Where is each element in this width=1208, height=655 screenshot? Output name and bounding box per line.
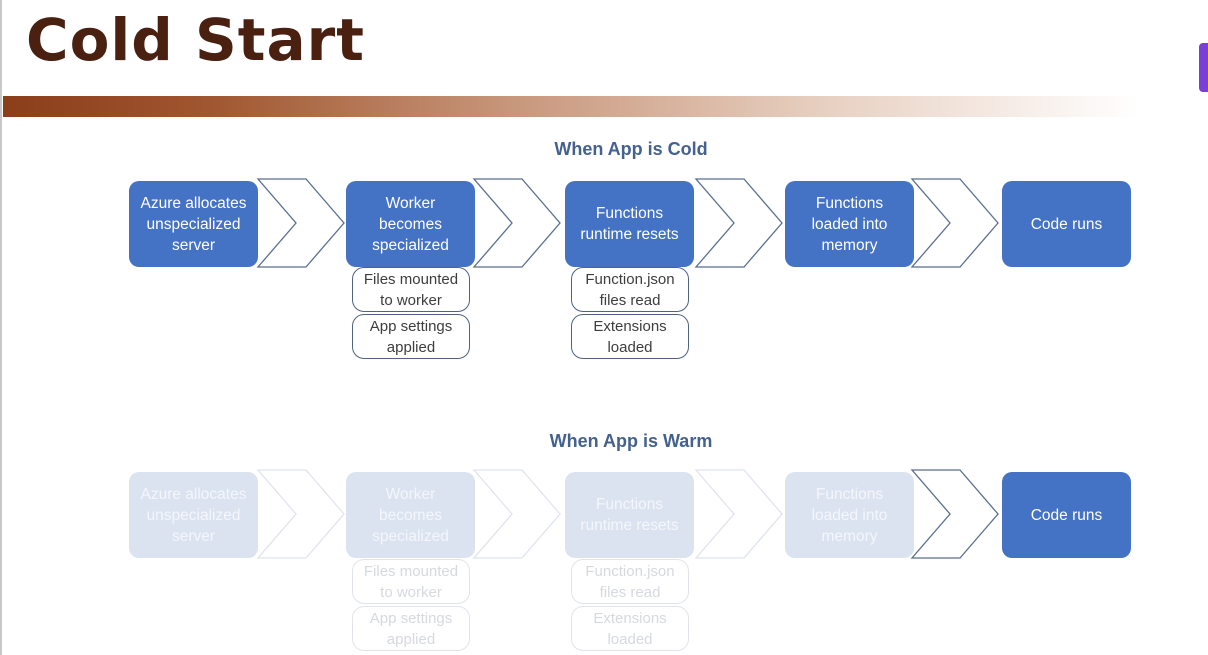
cold-detail-extensions: Extensions loaded — [571, 314, 689, 359]
warm-arrow-4-chevron-icon — [910, 469, 999, 559]
cold-step-allocate-server: Azure allocates unspecialized server — [129, 181, 258, 267]
title-underline-bar — [3, 96, 1138, 117]
warm-detail-app-settings: App settings applied — [352, 606, 470, 651]
cold-step-worker-specialized: Worker becomes specialized — [346, 181, 475, 267]
warm-step-worker-specialized: Worker becomes specialized — [346, 472, 475, 558]
warm-step-functions-loaded: Functions loaded into memory — [785, 472, 914, 558]
warm-arrow-3-chevron-icon — [694, 469, 783, 559]
warm-step-runtime-resets: Functions runtime resets — [565, 472, 694, 558]
warm-detail-extensions: Extensions loaded — [571, 606, 689, 651]
cold-detail-function-json: Function.json files read — [571, 267, 689, 312]
cold-detail-files-mounted: Files mounted to worker — [352, 267, 470, 312]
cold-step-functions-loaded: Functions loaded into memory — [785, 181, 914, 267]
side-tab[interactable] — [1199, 43, 1208, 92]
warm-step-code-runs: Code runs — [1002, 472, 1131, 558]
cold-arrow-2-chevron-icon — [472, 178, 561, 268]
cold-heading: When App is Cold — [554, 139, 708, 159]
warm-step-allocate-server: Azure allocates unspecialized server — [129, 472, 258, 558]
cold-arrow-3-chevron-icon — [694, 178, 783, 268]
cold-detail-app-settings: App settings applied — [352, 314, 470, 359]
warm-detail-files-mounted: Files mounted to worker — [352, 559, 470, 604]
slide-title: Cold Start — [26, 6, 365, 74]
warm-arrow-1-chevron-icon — [256, 469, 345, 559]
slide-left-border — [0, 0, 2, 655]
cold-step-runtime-resets: Functions runtime resets — [565, 181, 694, 267]
warm-arrow-2-chevron-icon — [472, 469, 561, 559]
warm-detail-function-json: Function.json files read — [571, 559, 689, 604]
cold-arrow-4-chevron-icon — [910, 178, 999, 268]
cold-arrow-1-chevron-icon — [256, 178, 345, 268]
warm-heading: When App is Warm — [549, 431, 713, 451]
cold-step-code-runs: Code runs — [1002, 181, 1131, 267]
